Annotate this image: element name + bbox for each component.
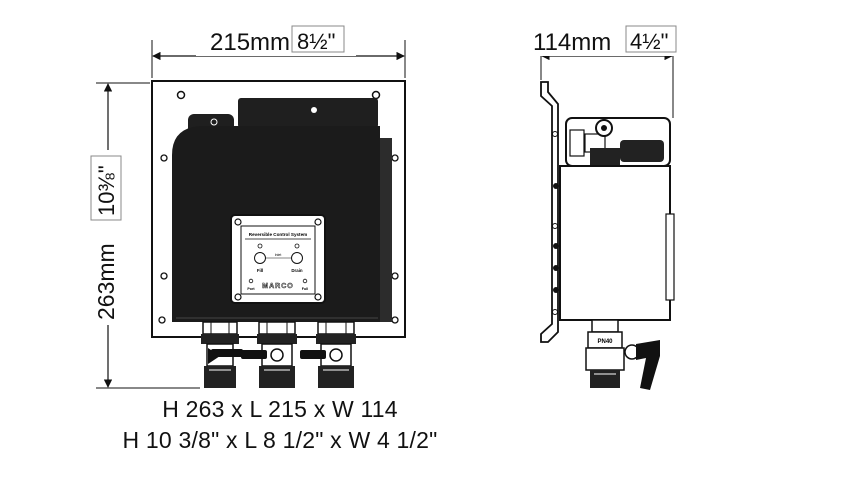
fill-button[interactable] xyxy=(254,252,266,264)
control-unit-body-side xyxy=(559,165,671,321)
side-depth-metric: 114mm xyxy=(533,29,611,56)
mounting-bracket xyxy=(540,81,559,343)
valve-handle[interactable] xyxy=(211,349,243,357)
indicator-led xyxy=(248,278,254,284)
panel-screw xyxy=(314,293,322,301)
dimension-caption-imperial: H 10 3/8" x L 8 1/2" x W 4 1/2" xyxy=(122,427,438,453)
mount-hole xyxy=(160,272,168,280)
panel-screw xyxy=(314,218,322,226)
drain-button[interactable] xyxy=(291,252,303,264)
motor-screw xyxy=(311,107,317,113)
motor-housing xyxy=(238,98,378,128)
front-view: Reversible Control System Inlet Fill Dra… xyxy=(151,80,406,388)
front-height-metric: 263mm xyxy=(93,243,119,320)
side-view: PN40 xyxy=(540,81,675,390)
mount-hole xyxy=(160,154,168,162)
valve-handle[interactable] xyxy=(300,350,326,359)
mount-hole xyxy=(176,90,186,100)
motor-screw xyxy=(210,118,218,126)
front-width-metric: 215mm xyxy=(210,29,290,56)
mount-hole xyxy=(158,316,166,324)
front-height-imperial: 10⅜" xyxy=(94,165,119,216)
valve-side: PN40 xyxy=(585,319,660,390)
drain-label: Drain xyxy=(291,268,303,273)
mode-label: Inlet xyxy=(275,253,282,257)
panel-screw xyxy=(234,218,242,226)
valve-handle[interactable] xyxy=(241,350,267,359)
indicator-led xyxy=(257,243,263,249)
front-height-dimension: 263mm 10⅜" xyxy=(86,82,200,389)
valve-fitting-right xyxy=(300,321,356,388)
side-depth-dimension: 114mm 4½" xyxy=(530,24,682,118)
port-label: Port xyxy=(247,287,255,291)
panel-title: Reversible Control System xyxy=(249,232,307,237)
indicator-led xyxy=(302,278,308,284)
fill-label: Fill xyxy=(257,268,263,273)
control-panel: Reversible Control System Inlet Fill Dra… xyxy=(230,214,326,304)
valve-fitting-left xyxy=(201,321,243,388)
valve-fitting-middle xyxy=(241,321,297,388)
brand-logo: MARCO xyxy=(262,283,293,290)
front-width-dimension: 215mm 8½" xyxy=(151,24,406,78)
full-label: Full xyxy=(302,287,308,291)
valve-label: PN40 xyxy=(597,339,613,345)
dimension-caption-metric: H 263 x L 215 x W 114 xyxy=(162,396,398,422)
indicator-led xyxy=(294,243,300,249)
side-rail xyxy=(380,138,392,322)
side-depth-imperial: 4½" xyxy=(630,29,668,54)
panel-screw xyxy=(234,293,242,301)
valve-handle[interactable] xyxy=(636,340,660,390)
front-width-imperial: 8½" xyxy=(297,29,335,54)
